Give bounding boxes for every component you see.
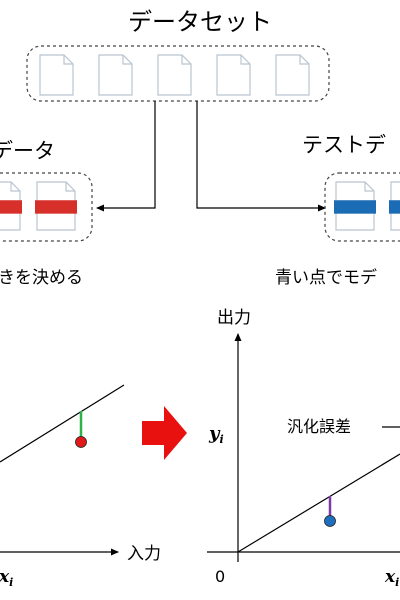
arrow-to-test [196,101,326,212]
test-title: テストデ [302,133,386,157]
dataset-file-icon [39,54,74,96]
right-plot: 出力 yi xi 0 汎化誤差 [207,308,400,589]
right-plot-test-point [324,515,336,527]
training-files [0,181,77,231]
test-file-icon [334,181,376,231]
training-title: データ [0,139,55,163]
test-files [334,181,400,231]
right-plot-fit-line [237,453,400,553]
transition-arrow [142,406,187,460]
dataset-title: データセット [128,8,272,36]
right-plot-y-axis-label: 出力 [217,308,251,328]
left-plot: 入力 xi [0,384,161,589]
training-file-icon [0,181,22,231]
left-plot-x-axis-label: 入力 [127,544,161,564]
dataset-box [26,45,330,102]
dataset-file-icon [98,54,133,96]
arrow-to-training [96,101,156,212]
test-file-icon [389,181,400,231]
dataset-files [39,54,310,96]
generalization-error-label: 汎化誤差 [287,417,351,436]
right-plot-x-point-label: xi [384,567,399,589]
training-file-icon [35,181,77,231]
training-box [0,172,93,242]
left-plot-training-point [75,436,87,448]
right-plot-y-point-label: yi [208,423,224,446]
dataset-file-icon [216,54,251,96]
right-plot-origin-label: 0 [215,567,225,586]
training-caption: きを決める [0,268,83,288]
test-box [324,172,400,242]
left-plot-x-point-label: xi [0,567,13,589]
dataset-file-icon [157,54,192,96]
left-plot-fit-line [0,384,125,463]
test-caption: 青い点でモデ [275,267,377,288]
dataset-file-icon [275,54,310,96]
